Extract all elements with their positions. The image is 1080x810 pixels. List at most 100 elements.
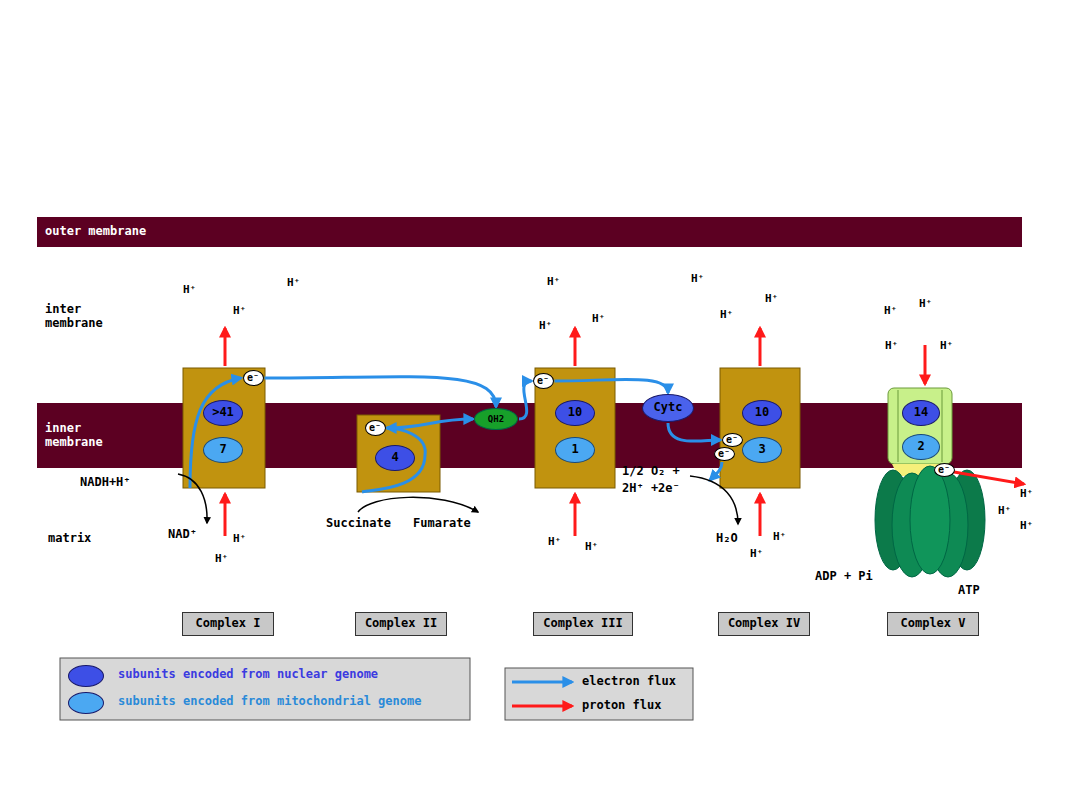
node-text: e⁻ (938, 464, 950, 476)
reaction-label: NAD⁺ (168, 528, 197, 542)
complex-label: Complex II (355, 612, 447, 636)
complex-label: Complex I (182, 612, 274, 636)
outer-membrane-band (37, 217, 1022, 247)
proton-label: H⁺ (539, 320, 552, 333)
node-text: >41 (212, 406, 234, 420)
node-text: 3 (758, 443, 765, 457)
atp-synthase (875, 388, 985, 577)
subunit-oval: 3 (742, 437, 782, 463)
subunit-oval: 7 (203, 437, 243, 463)
legend-proton-arrow (512, 705, 572, 708)
subunit-oval: 4 (375, 445, 415, 471)
reaction-label: inter membrane (45, 303, 125, 331)
node-text: 1 (571, 443, 578, 457)
node-text: 10 (755, 406, 769, 420)
proton-label: H⁺ (750, 548, 763, 561)
node-text: 7 (219, 443, 226, 457)
node-text: e⁻ (726, 434, 738, 446)
legend-text: subunits encoded from mitochondrial geno… (118, 695, 421, 709)
node-text: outer membrane (45, 225, 146, 239)
proton-label: H⁺ (765, 293, 778, 306)
legend-swatch (68, 665, 104, 687)
proton-label: H⁺ (885, 340, 898, 353)
legend-box (505, 668, 693, 720)
node-text: Complex III (543, 617, 622, 631)
proton-label: H⁺ (691, 273, 704, 286)
proton-label: H⁺ (233, 305, 246, 318)
proton-label: H⁺ (547, 276, 560, 289)
node-text: 14 (914, 406, 928, 420)
reaction-label: 2H⁺ +2e⁻ (622, 482, 680, 496)
complex-label: Complex V (887, 612, 979, 636)
legend-text: electron flux (582, 675, 676, 689)
subunit-oval: 2 (902, 434, 940, 460)
proton-label: H⁺ (183, 284, 196, 297)
reaction-label: NADH+H⁺ (80, 476, 131, 490)
membrane-band: outer membrane (37, 217, 1022, 247)
node-text: 4 (391, 451, 398, 465)
subunit-oval: 10 (555, 400, 595, 426)
reaction-label: Succinate (326, 517, 391, 531)
legend-swatch (68, 692, 104, 714)
cytochrome-oval: Cytc (642, 394, 694, 422)
reaction-label: 1/2 O₂ + (622, 465, 680, 479)
electron-flux-connector (387, 419, 474, 428)
node-text: e⁻ (369, 422, 381, 434)
legend-electron-arrow (512, 681, 572, 684)
node-text: 2 (917, 440, 924, 454)
legend-text: proton flux (582, 699, 661, 713)
node-text: Complex I (195, 617, 260, 631)
complex-label: Complex IV (718, 612, 810, 636)
electron-flux-connector (519, 381, 532, 419)
electron-circle: e⁻ (934, 463, 955, 477)
proton-label: H⁺ (998, 505, 1011, 518)
subunit-oval: >41 (203, 400, 243, 426)
electron-flux-connector (265, 377, 497, 407)
proton-label: H⁺ (592, 313, 605, 326)
proton-label: H⁺ (548, 536, 561, 549)
node-text: e⁻ (247, 372, 259, 384)
electron-circle: e⁻ (714, 447, 735, 461)
membrane-band: inner membrane (37, 403, 1022, 468)
proton-label: H⁺ (585, 541, 598, 554)
proton-label: H⁺ (287, 277, 300, 290)
node-text: e⁻ (718, 448, 730, 460)
subunit-oval: 1 (555, 437, 595, 463)
node-text: QH2 (488, 414, 504, 424)
node-text: inner membrane (45, 422, 125, 450)
reaction-label: Fumarate (413, 517, 471, 531)
node-text: Cytc (654, 401, 683, 415)
proton-label: H⁺ (1020, 520, 1033, 533)
electron-flux-connector (555, 379, 669, 393)
proton-label: H⁺ (233, 533, 246, 546)
electron-flux-connector (668, 423, 721, 441)
complex-boxes (183, 368, 800, 492)
node-text: 10 (568, 406, 582, 420)
reaction-label: H₂O (716, 532, 738, 546)
proton-label: H⁺ (919, 298, 932, 311)
ubiquinol-oval: QH2 (474, 408, 518, 430)
subunit-oval: 14 (902, 400, 940, 426)
proton-label: H⁺ (215, 553, 228, 566)
reaction-label: ATP (958, 584, 980, 598)
node-text: Complex V (900, 617, 965, 631)
node-text: e⁻ (537, 375, 549, 387)
electron-circle: e⁻ (243, 370, 264, 386)
electron-circle: e⁻ (722, 433, 743, 447)
proton-label: H⁺ (720, 309, 733, 322)
reaction-label: ADP + Pi (815, 570, 873, 584)
electron-circle: e⁻ (533, 373, 554, 389)
legend-text: subunits encoded from nuclear genome (118, 668, 378, 682)
proton-label: H⁺ (1020, 488, 1033, 501)
node-text: Complex II (365, 617, 437, 631)
proton-label: H⁺ (884, 305, 897, 318)
electron-circle: e⁻ (365, 420, 386, 436)
node-text: Complex IV (728, 617, 800, 631)
subunit-oval: 10 (742, 400, 782, 426)
electron-paths (190, 378, 722, 492)
proton-label: H⁺ (940, 340, 953, 353)
reaction-label: matrix (48, 532, 91, 546)
proton-flux-arrows (225, 328, 1024, 536)
proton-label: H⁺ (773, 531, 786, 544)
